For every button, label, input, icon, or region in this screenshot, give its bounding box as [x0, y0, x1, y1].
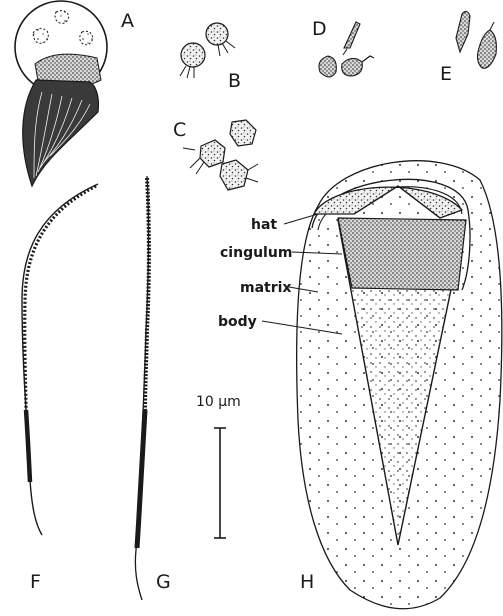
panel-label-d: D	[312, 18, 327, 40]
panel-label-f: F	[30, 571, 41, 593]
panel-b-cells	[180, 23, 235, 78]
panel-label-h: H	[300, 571, 314, 593]
scale-bar	[214, 428, 226, 538]
label-body: body	[218, 314, 257, 330]
panel-e-cells	[456, 11, 496, 68]
label-matrix: matrix	[240, 280, 291, 296]
scale-bar-label: 10 µm	[196, 394, 241, 410]
panel-h-cell	[297, 161, 502, 609]
panel-label-a: A	[121, 10, 134, 32]
panel-label-g: G	[156, 571, 171, 593]
panel-label-b: B	[228, 70, 241, 92]
label-cingulum: cingulum	[220, 245, 292, 261]
panel-c-cells	[183, 120, 258, 190]
panel-a-cell	[15, 1, 107, 186]
label-hat: hat	[251, 217, 277, 233]
panel-label-e: E	[440, 63, 452, 85]
panel-d-cells	[319, 22, 374, 77]
panel-g-filament	[135, 176, 149, 600]
cingulum-region	[338, 218, 466, 290]
panel-label-c: C	[173, 119, 186, 141]
panel-f-filament	[22, 184, 98, 535]
